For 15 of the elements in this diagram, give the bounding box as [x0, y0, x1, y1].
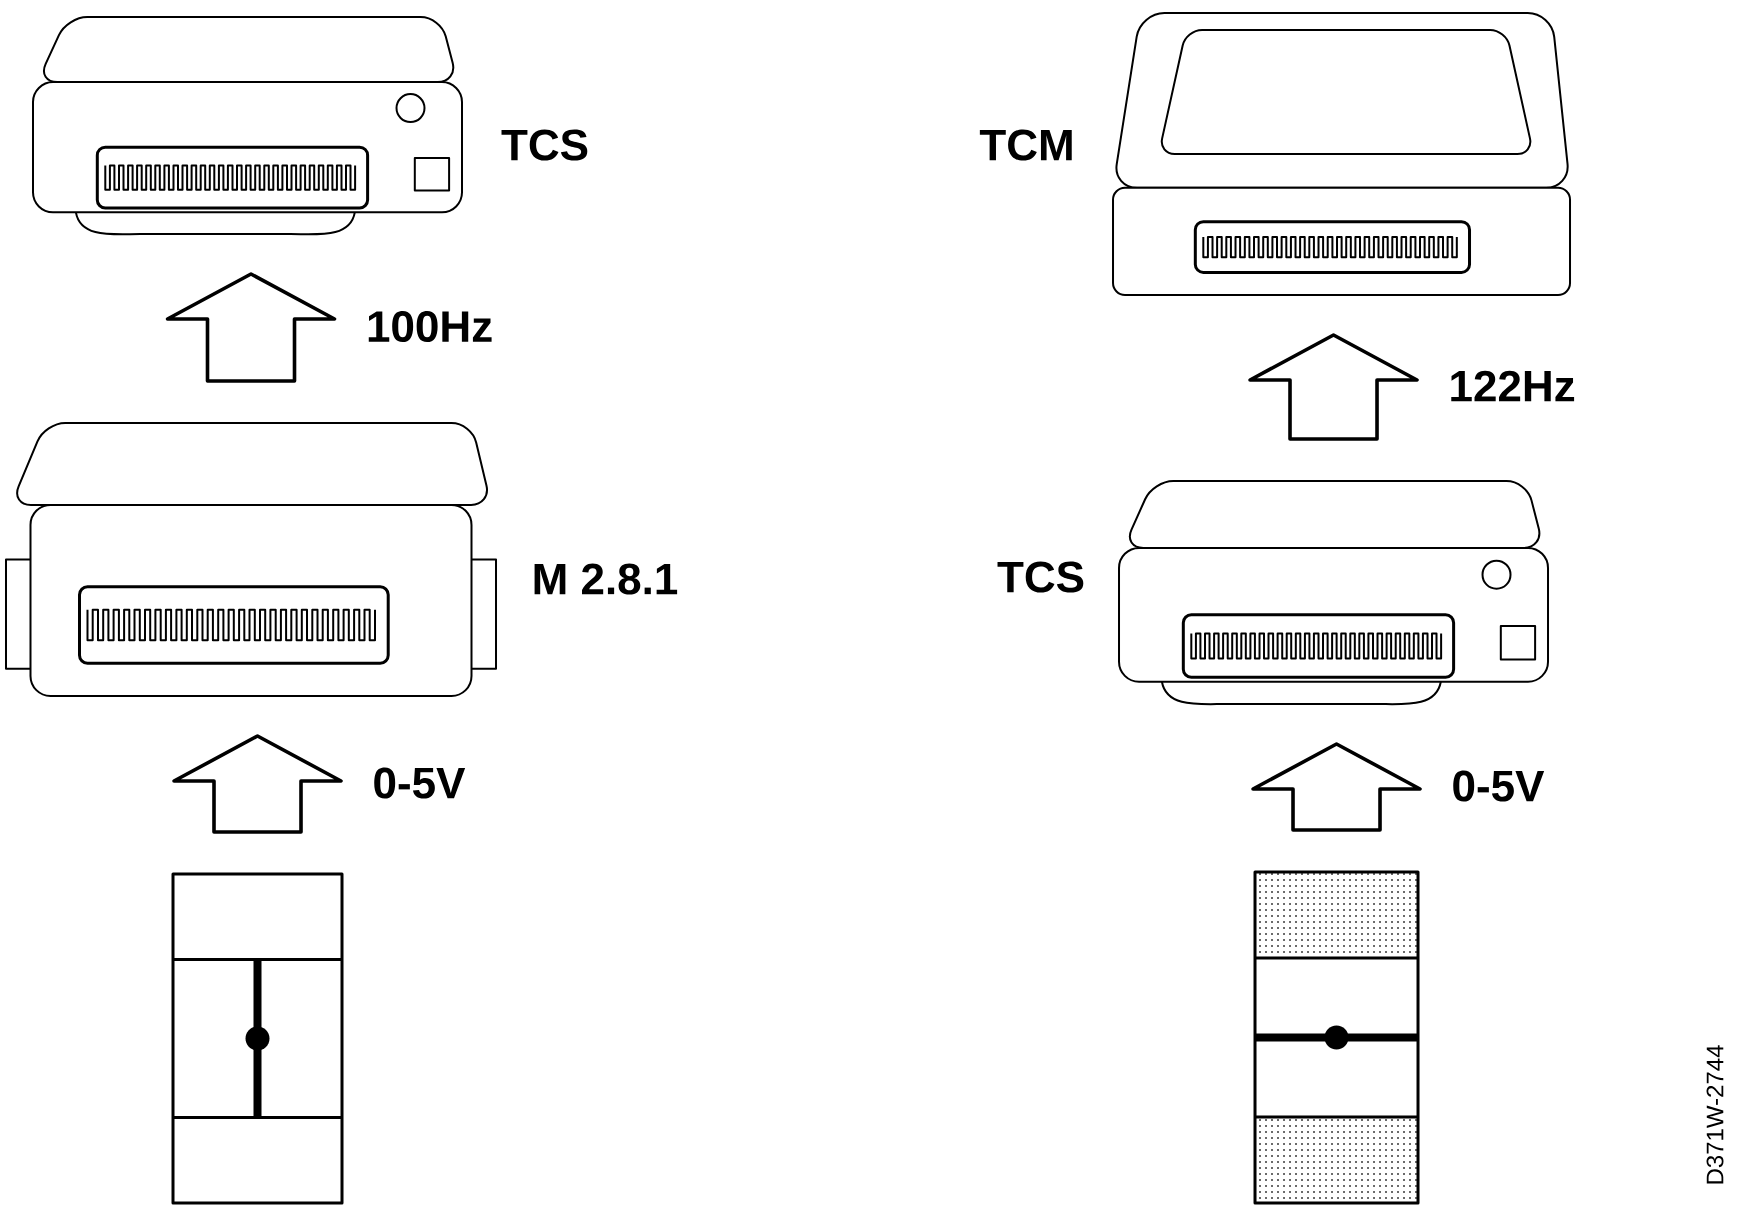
sensor-drawing	[171, 872, 344, 1205]
unit-label: TCM	[979, 129, 1072, 161]
edge-label: 0-5V	[1453, 770, 1545, 802]
block-arrow	[172, 734, 343, 834]
edge-label: 0-5V	[374, 767, 466, 799]
unit-label: TCS	[501, 129, 588, 161]
unit-label: TCS	[997, 561, 1084, 593]
block-arrow	[165, 272, 337, 383]
unit-label: M 2.8.1	[534, 563, 678, 595]
block-arrow	[1251, 742, 1422, 832]
block-arrow	[1248, 333, 1419, 441]
edge-label: 122Hz	[1451, 370, 1575, 402]
edge-label: 100Hz	[368, 310, 492, 343]
figure-code: D371W-2744	[1706, 1045, 1724, 1184]
sensor-drawing	[1253, 870, 1420, 1205]
